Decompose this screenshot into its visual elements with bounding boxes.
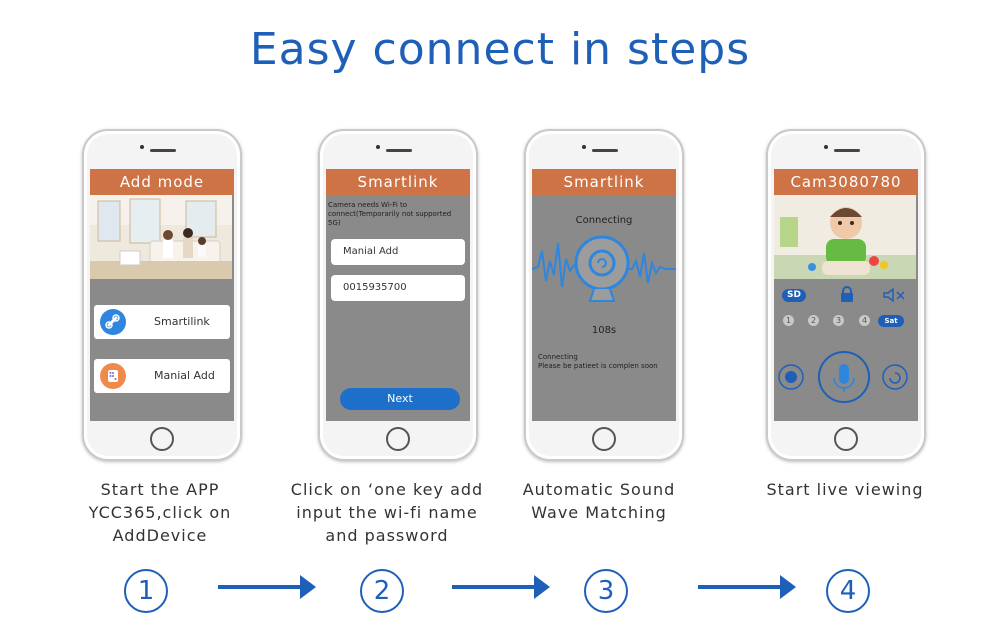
- page-title: Easy connect in steps: [249, 24, 751, 75]
- manual-add-option[interactable]: Manial Add: [94, 359, 230, 393]
- screen-header: Smartlink: [532, 169, 676, 195]
- wifi-password-field[interactable]: 0015935700: [331, 275, 465, 301]
- arrow-right-icon: [218, 575, 316, 599]
- channel-button[interactable]: 2: [808, 315, 819, 326]
- phone-live-view: Cam3080780 SD 1 2 3 4 Sat: [766, 129, 926, 461]
- status-message: Please be patieet is complen soon: [538, 362, 658, 370]
- front-camera: [140, 145, 144, 149]
- phone-smartlink-input: Smartlink Camera needs Wi-Fi to connect(…: [318, 129, 478, 461]
- arrow-right-icon: [698, 575, 796, 599]
- sound-wave-camera-icon: [532, 235, 676, 302]
- screen-header: Add mode: [90, 169, 234, 195]
- home-button: [386, 427, 410, 451]
- step-caption: Start the APP YCC365,click on AddDevice: [88, 480, 232, 545]
- phone-screen: Smartlink Camera needs Wi-Fi to connect(…: [326, 169, 470, 421]
- wifi-note: Camera needs Wi-Fi to connect(Temporaril…: [328, 201, 452, 227]
- step-number: 3: [584, 569, 628, 613]
- living-room-image: [90, 195, 232, 279]
- timer: 108s: [591, 325, 617, 336]
- wifi-name-field[interactable]: Manial Add: [331, 239, 465, 265]
- home-button: [834, 427, 858, 451]
- sd-quality-badge[interactable]: SD: [782, 289, 806, 302]
- channel-active-badge[interactable]: Sat: [878, 315, 904, 327]
- step-caption: Start live viewing: [766, 480, 924, 499]
- grid-icon: [100, 363, 126, 389]
- option-label: Smartilink: [154, 315, 210, 328]
- microphone-button[interactable]: [817, 350, 871, 404]
- front-camera: [824, 145, 828, 149]
- home-button: [150, 427, 174, 451]
- speaker-grille: [834, 149, 860, 152]
- front-camera: [582, 145, 586, 149]
- connecting-label: Connecting: [575, 215, 633, 226]
- speaker-grille: [592, 149, 618, 152]
- channel-button[interactable]: 3: [833, 315, 844, 326]
- live-video-feed: [774, 195, 916, 279]
- smartlink-option[interactable]: Smartilink: [94, 305, 230, 339]
- step-number: 2: [360, 569, 404, 613]
- playback-button[interactable]: [881, 363, 909, 391]
- next-button[interactable]: Next: [340, 388, 460, 410]
- home-button: [592, 427, 616, 451]
- status-line: Connecting: [538, 353, 578, 361]
- phone-screen: Cam3080780 SD 1 2 3 4 Sat: [774, 169, 918, 421]
- channel-button[interactable]: 4: [859, 315, 870, 326]
- link-icon: [100, 309, 126, 335]
- speaker-grille: [150, 149, 176, 152]
- step-caption: Click on ‘one key add input the wi-fi na…: [290, 480, 484, 545]
- front-camera: [376, 145, 380, 149]
- phone-sound-wave: Smartlink Connecting 108s Connecting Ple…: [524, 129, 684, 461]
- screen-header: Smartlink: [326, 169, 470, 195]
- step-number: 4: [826, 569, 870, 613]
- lock-icon[interactable]: [840, 286, 854, 302]
- step-caption: Automatic Sound Wave Matching: [522, 480, 676, 522]
- phone-add-mode: Add mode Smartilink Manial Add: [82, 129, 242, 461]
- mute-icon[interactable]: [882, 287, 908, 303]
- phone-screen: Smartlink Connecting 108s Connecting Ple…: [532, 169, 676, 421]
- arrow-right-icon: [452, 575, 550, 599]
- phone-screen: Add mode Smartilink Manial Add: [90, 169, 234, 421]
- option-label: Manial Add: [154, 369, 215, 382]
- step-number: 1: [124, 569, 168, 613]
- screen-header: Cam3080780: [774, 169, 918, 195]
- channel-button[interactable]: 1: [783, 315, 794, 326]
- record-button[interactable]: [777, 363, 805, 391]
- speaker-grille: [386, 149, 412, 152]
